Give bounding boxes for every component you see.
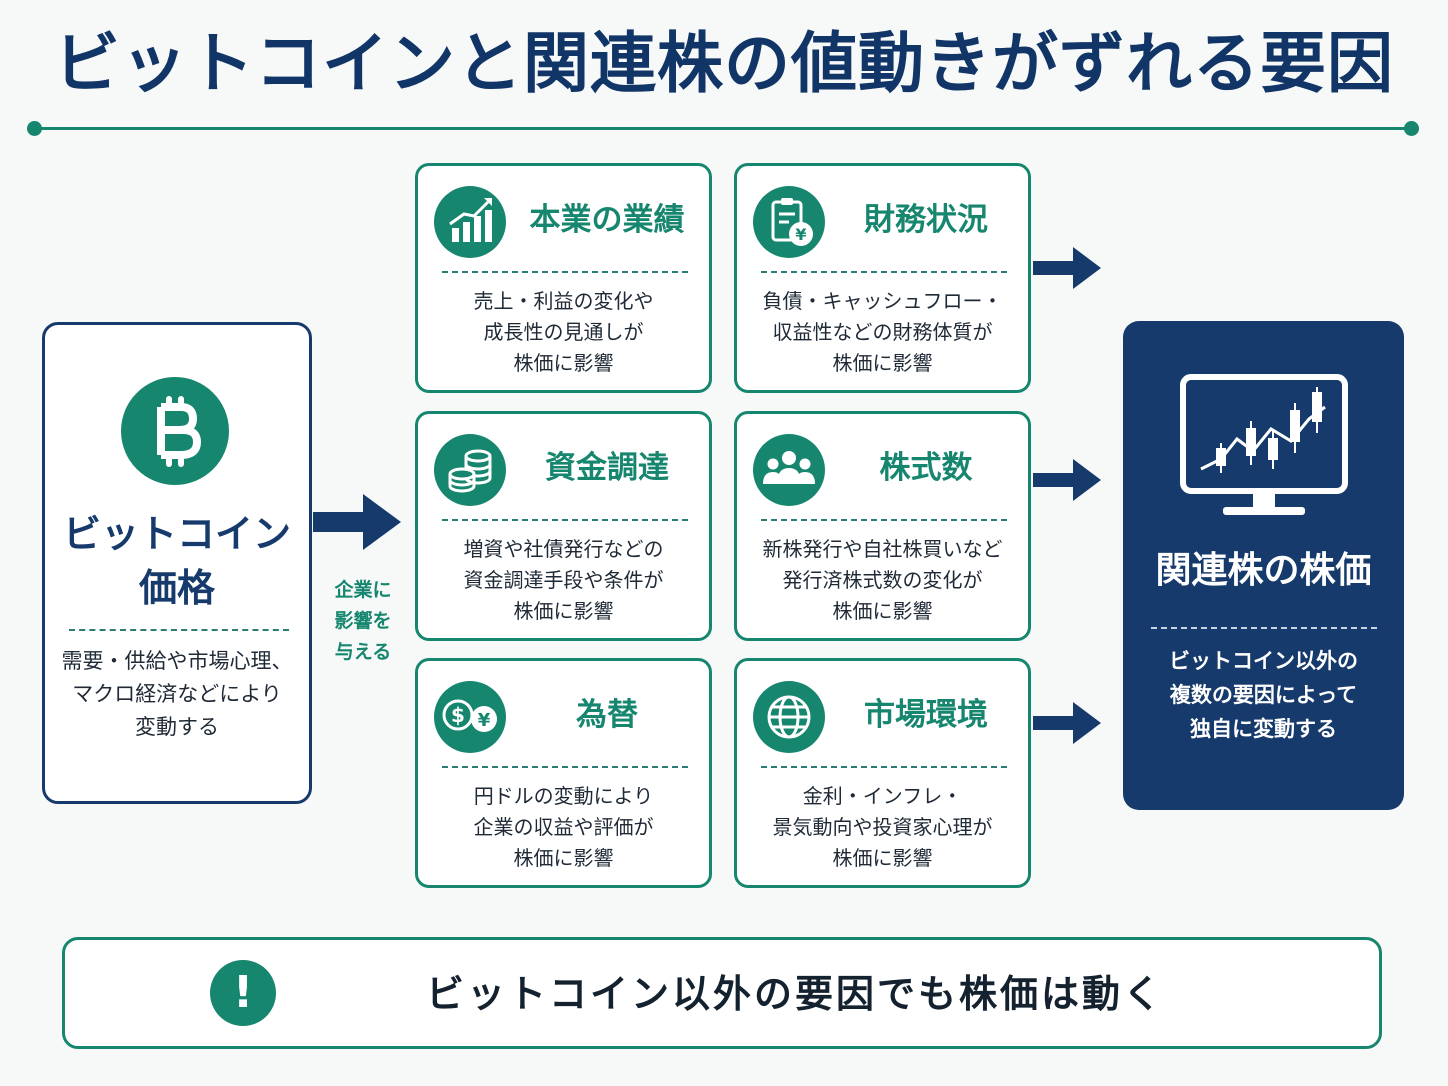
factor-title: 為替 [576, 697, 638, 733]
factor-description: 増資や社債発行などの 資金調達手段や条件が 株価に影響 [418, 534, 709, 627]
clipboard-yen-icon: ¥ [753, 186, 825, 258]
arrow-row1 [1033, 247, 1101, 289]
bitcoin-price-box: ビットコイン 価格 需要・供給や市場心理、 マクロ経済などにより 変動する [42, 322, 312, 804]
exclamation-icon: ! [210, 960, 276, 1026]
key-takeaway-text: ビットコイン以外の要因でも株価は動く [425, 972, 1164, 1016]
influence-label-line2: 影響を [334, 610, 392, 632]
factor-desc-line3: 株価に影響 [832, 351, 933, 375]
people-icon [753, 434, 825, 506]
bitcoin-desc-line3: 変動する [135, 715, 219, 739]
bitcoin-divider [69, 629, 289, 631]
influence-label-line3: 与える [334, 641, 392, 663]
factor-desc-line1: 増資や社債発行などの [463, 537, 664, 561]
factor-title: 市場環境 [864, 697, 988, 733]
factor-desc-line2: 収益性などの財務体質が [772, 320, 993, 344]
stock-price-title: 関連株の株価 [1155, 550, 1372, 591]
key-takeaway-banner: ! ビットコイン以外の要因でも株価は動く [62, 937, 1382, 1049]
card-divider [442, 519, 688, 521]
factor-card-financial-condition: ¥ 財務状況 負債・キャッシュフロー・ 収益性などの財務体質が 株価に影響 [734, 163, 1031, 393]
factor-card-fundraising: 資金調達 増資や社債発行などの 資金調達手段や条件が 株価に影響 [415, 411, 712, 641]
coin-stack-icon [434, 434, 506, 506]
globe-icon [753, 681, 825, 753]
factor-desc-line3: 株価に影響 [513, 599, 614, 623]
divider-dot-right [1404, 121, 1419, 136]
bitcoin-desc-line2: マクロ経済などにより [72, 682, 282, 706]
factor-description: 売上・利益の変化や 成長性の見通しが 株価に影響 [418, 286, 709, 379]
stock-desc-line2: 複数の要因によって [1169, 683, 1358, 707]
page-title: ビットコインと関連株の値動きがずれる要因 [54, 25, 1394, 102]
arrow-row2 [1033, 459, 1101, 501]
bitcoin-title-line2: 価格 [138, 566, 215, 610]
bitcoin-to-factors-arrow [313, 494, 401, 550]
factor-title: 株式数 [879, 450, 973, 486]
factor-desc-line2: 資金調達手段や条件が [463, 568, 664, 592]
monitor-chart-icon [1180, 374, 1348, 515]
bitcoin-desc-line1: 需要・供給や市場心理、 [61, 649, 293, 673]
factor-description: 新株発行や自社株買いなど 発行済株式数の変化が 株価に影響 [737, 534, 1028, 627]
factor-title: 本業の業績 [529, 202, 685, 238]
factor-desc-line2: 企業の収益や評価が [473, 815, 654, 839]
bitcoin-title-line1: ビットコイン [62, 512, 291, 556]
svg-text:¥: ¥ [478, 710, 491, 731]
growth-chart-icon [434, 186, 506, 258]
factor-title: 財務状況 [864, 202, 988, 238]
dollar-yen-icon: $ ¥ [434, 681, 506, 753]
factor-desc-line1: 金利・インフレ・ [802, 784, 963, 808]
card-divider [761, 271, 1007, 273]
arrow-row3 [1033, 702, 1101, 744]
factor-card-exchange-rate: $ ¥ 為替 円ドルの変動により 企業の収益や評価が 株価に影響 [415, 658, 712, 888]
factor-desc-line3: 株価に影響 [513, 846, 614, 870]
svg-text:¥: ¥ [795, 225, 806, 244]
factor-desc-line1: 売上・利益の変化や [473, 289, 654, 313]
factor-desc-line3: 株価に影響 [832, 846, 933, 870]
influence-label-line1: 企業に [334, 579, 392, 601]
factor-desc-line1: 負債・キャッシュフロー・ [762, 289, 1003, 313]
bitcoin-icon [121, 377, 229, 485]
stock-desc-line3: 独自に変動する [1190, 717, 1337, 741]
card-divider [442, 766, 688, 768]
svg-text:$: $ [451, 703, 465, 727]
related-stock-price-box: 関連株の株価 ビットコイン以外の 複数の要因によって 独自に変動する [1123, 321, 1404, 810]
divider-dot-left [27, 121, 42, 136]
factor-desc-line2: 景気動向や投資家心理が [772, 815, 993, 839]
card-divider [442, 271, 688, 273]
factor-card-business-performance: 本業の業績 売上・利益の変化や 成長性の見通しが 株価に影響 [415, 163, 712, 393]
factor-card-share-count: 株式数 新株発行や自社株買いなど 発行済株式数の変化が 株価に影響 [734, 411, 1031, 641]
factor-desc-line2: 成長性の見通しが [483, 320, 644, 344]
factor-description: 負債・キャッシュフロー・ 収益性などの財務体質が 株価に影響 [737, 286, 1028, 379]
stock-desc-line1: ビットコイン以外の [1169, 649, 1358, 673]
factor-description: 金利・インフレ・ 景気動向や投資家心理が 株価に影響 [737, 781, 1028, 874]
influence-label: 企業に 影響を 与える [322, 575, 404, 668]
factor-desc-line3: 株価に影響 [513, 351, 614, 375]
factor-desc-line1: 円ドルの変動により [473, 784, 654, 808]
stock-divider [1151, 627, 1377, 629]
title-divider [34, 127, 1411, 130]
factor-desc-line1: 新株発行や自社株買いなど [762, 537, 1003, 561]
factor-description: 円ドルの変動により 企業の収益や評価が 株価に影響 [418, 781, 709, 874]
factor-desc-line2: 発行済株式数の変化が [782, 568, 983, 592]
bitcoin-description: 需要・供給や市場心理、 マクロ経済などにより 変動する [45, 645, 309, 744]
factor-title: 資金調達 [545, 450, 669, 486]
stock-description: ビットコイン以外の 複数の要因によって 独自に変動する [1123, 644, 1404, 746]
card-divider [761, 766, 1007, 768]
factor-card-market-environment: 市場環境 金利・インフレ・ 景気動向や投資家心理が 株価に影響 [734, 658, 1031, 888]
factor-desc-line3: 株価に影響 [832, 599, 933, 623]
bitcoin-price-title: ビットコイン 価格 [45, 507, 309, 615]
card-divider [761, 519, 1007, 521]
